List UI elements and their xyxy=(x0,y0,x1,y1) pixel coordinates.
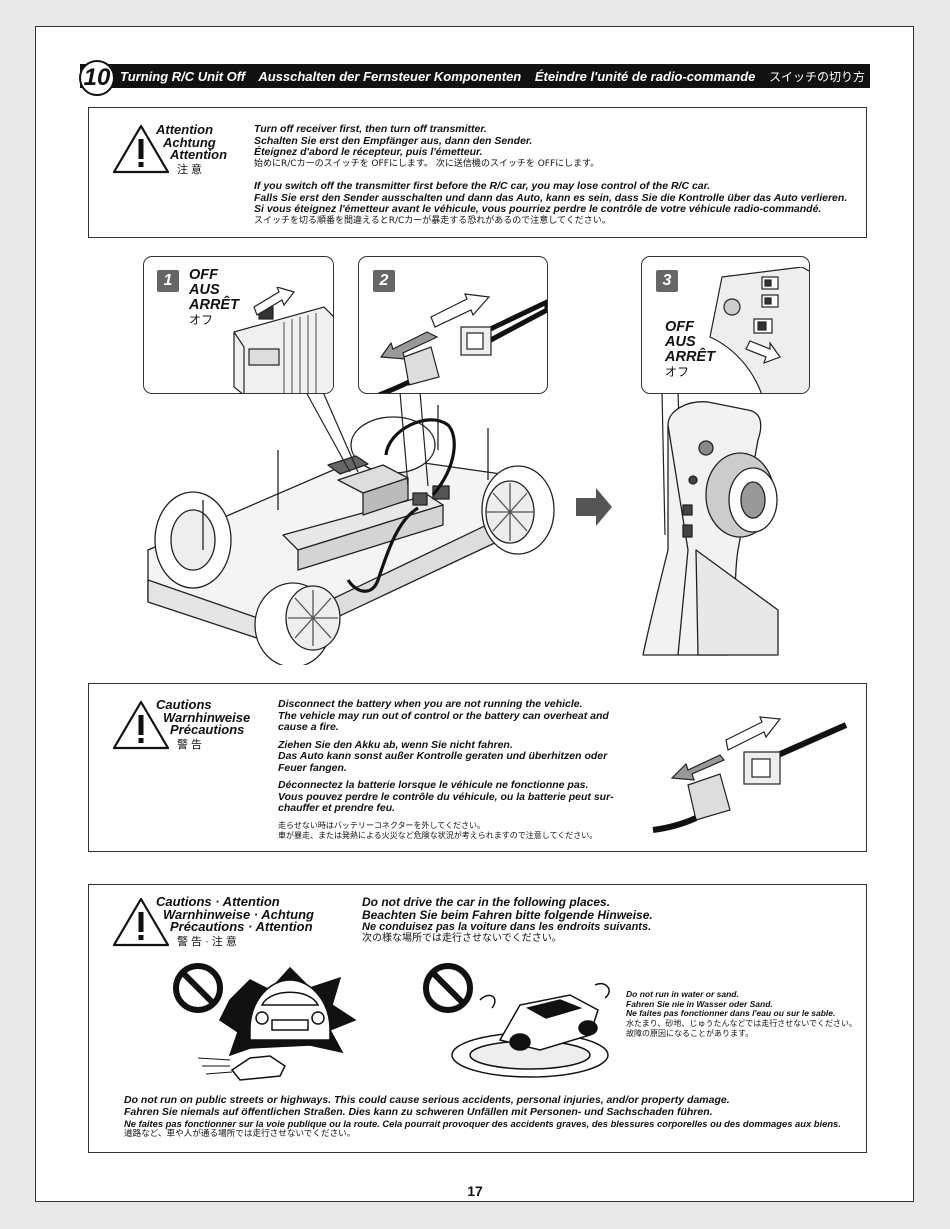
warning-triangle-icon xyxy=(112,124,170,174)
prohibited-icon xyxy=(423,963,473,1013)
receiver-switch-illustration xyxy=(233,287,333,393)
cautions-attention-heading: Cautions · Attention Warnhinweise · Acht… xyxy=(156,894,314,948)
step-title: Turning R/C Unit Off Ausschalten der Fer… xyxy=(120,68,875,85)
callout-2-badge: 2 xyxy=(373,270,395,292)
rc-car-chassis-illustration xyxy=(147,405,555,665)
step-number: 10 xyxy=(79,60,115,96)
no-street-driving-illustration xyxy=(173,963,357,1081)
no-water-sand-illustration xyxy=(423,963,610,1078)
cautions-battery-text: Disconnect the battery when you are not … xyxy=(278,698,614,840)
callout-1-off-label: OFF AUS ARRÊT オフ xyxy=(189,267,239,328)
connector-disconnect-illustration xyxy=(378,293,547,393)
warning-triangle-icon xyxy=(112,700,170,750)
callout-3-badge: 3 xyxy=(656,270,678,292)
step-title-en: Turning R/C Unit Off xyxy=(120,69,246,84)
cautions-battery-box xyxy=(88,683,867,852)
battery-connector-illustration xyxy=(652,716,848,833)
page-number: 17 xyxy=(467,1183,483,1199)
callout-1-badge: 1 xyxy=(157,270,179,292)
attention-text: Turn off receiver first, then turn off t… xyxy=(254,123,848,226)
step-title-fr: Éteindre l'unité de radio-commande xyxy=(534,69,756,84)
attention-box xyxy=(88,107,867,238)
transmitter-illustration xyxy=(642,401,779,656)
cautions-driving-box xyxy=(88,884,867,1153)
step-header-bar xyxy=(80,64,870,88)
chassis-transmitter-illustration xyxy=(147,391,779,665)
step-title-jp: スイッチの切り方 xyxy=(769,70,866,84)
step-title-de: Ausschalten der Fernsteuer Komponenten xyxy=(258,69,522,84)
no-water-sand-text: Do not run in water or sand. Fahren Sie … xyxy=(626,989,858,1038)
attention-heading: Attention Achtung Attention 注 意 xyxy=(156,122,228,176)
warning-triangle-icon xyxy=(112,897,170,947)
callout-transmitter-switch xyxy=(641,256,810,394)
cautions-heading: Cautions Warnhinweise Précautions 警 告 xyxy=(156,697,251,751)
cautions-driving-intro: Do not drive the car in the following pl… xyxy=(362,895,653,944)
no-street-text: Do not run on public streets or highways… xyxy=(124,1094,841,1139)
callout-3-off-label: OFF AUS ARRÊT オフ xyxy=(665,319,715,380)
prohibited-icon xyxy=(173,963,223,1013)
callout-receiver-switch xyxy=(143,256,334,394)
transmitter-switch-illustration xyxy=(709,267,809,393)
